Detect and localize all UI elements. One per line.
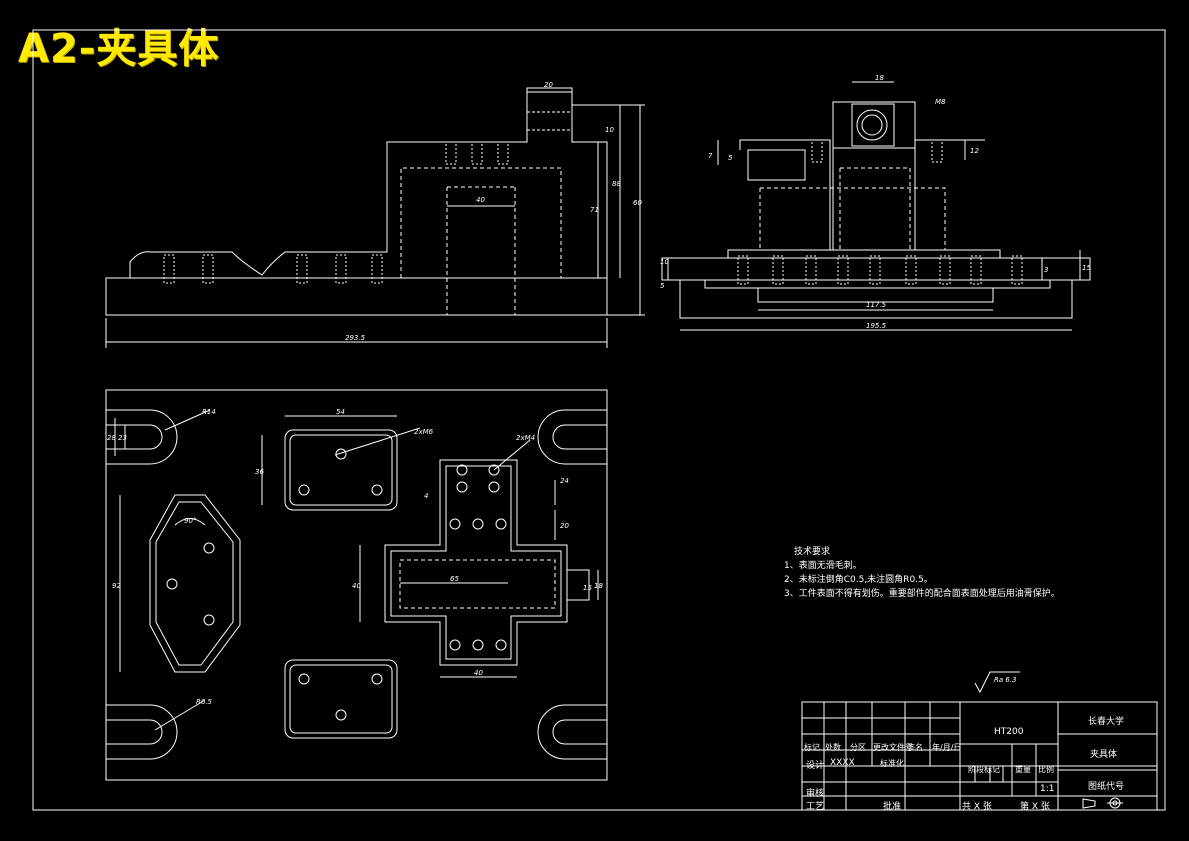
dim-plan-15: 15 <box>583 584 592 592</box>
scale-label: 比例 <box>1038 765 1054 774</box>
dim-plan-40b: 40 <box>474 669 483 677</box>
dim-plan-90deg: 90° <box>184 517 196 525</box>
review-label: 审核 <box>806 789 825 799</box>
dim-side-195: 195.5 <box>866 322 887 330</box>
dim-plan-36: 36 <box>255 468 264 476</box>
dim-plan-23: 23 <box>118 434 127 442</box>
dim-front-88: 88 <box>612 180 621 188</box>
title-block <box>801 701 1158 811</box>
school-name: 长春大学 <box>1088 717 1125 727</box>
stage-label: 阶段标记 <box>968 765 1000 774</box>
roughness-symbol <box>974 671 1020 694</box>
tech-requirement-1: 1、表面无滑毛刺。 <box>784 561 862 571</box>
dim-side-7: 7 <box>708 152 713 160</box>
count-label: 处数 <box>825 743 841 752</box>
tech-requirements: 技术要求 1、表面无滑毛刺。 2、未标注倒角C0.5,未注圆角R0.5。 3、工… <box>784 545 1060 601</box>
tech-requirement-3: 3、工件表面不得有划伤。重要部件的配合面表面处理后用油膏保护。 <box>784 589 1060 599</box>
date-label: 年/月/日 <box>932 743 962 752</box>
dim-plan-2xm4: 2xM4 <box>516 434 535 442</box>
dim-side-117: 117.5 <box>866 301 887 309</box>
dim-plan-54: 54 <box>336 408 345 416</box>
sheets-total: 共 X 张 <box>962 802 992 812</box>
design-label: 设计 <box>806 761 825 771</box>
dim-front-293: 293.5 <box>345 334 366 342</box>
dim-plan-40a: 40 <box>352 582 361 590</box>
weight-label: 重量 <box>1015 765 1031 774</box>
dim-front-40: 40 <box>476 196 485 204</box>
dim-side-18: 18 <box>875 74 884 82</box>
tech-requirements-heading: 技术要求 <box>794 547 831 557</box>
dim-plan-2xm6: 2xM6 <box>414 428 434 436</box>
standardization-label: 标准化 <box>880 759 904 768</box>
mark-label: 标记 <box>804 743 820 752</box>
approve-label: 批准 <box>883 802 902 812</box>
dim-front-20: 20 <box>544 81 553 89</box>
dim-plan-24: 24 <box>560 477 569 485</box>
front-view <box>105 87 645 348</box>
part-name: 夹具体 <box>1090 750 1118 760</box>
side-view <box>661 81 1091 331</box>
drawing-title: A2-夹具体 <box>18 26 220 72</box>
dim-plan-4: 4 <box>424 492 428 500</box>
signature-label: 签名 <box>907 743 923 752</box>
dim-plan-28: 28 <box>107 434 116 442</box>
dim-side-5b: 5 <box>660 282 665 290</box>
dim-side-10: 10 <box>660 258 669 266</box>
zone-label: 分区 <box>850 743 866 752</box>
dim-plan-92: 92 <box>112 582 121 590</box>
tech-requirement-2: 2、未标注倒角C0.5,未注圆角R0.5。 <box>784 575 933 585</box>
dim-front-71: 71 <box>590 206 599 214</box>
sheet-number: 第 X 张 <box>1020 802 1050 812</box>
dim-plan-r14: R14 <box>202 408 216 416</box>
plan-view <box>105 389 608 781</box>
design-value: XXXX <box>830 758 855 768</box>
dim-side-3: 3 <box>1044 266 1048 274</box>
drawing-border <box>32 29 1166 811</box>
dim-plan-r6: R6.5 <box>196 698 213 706</box>
dim-side-m8: M8 <box>935 98 946 106</box>
dim-side-5a: 5 <box>728 154 733 162</box>
material-label: HT200 <box>994 727 1024 737</box>
dim-plan-20: 20 <box>560 522 569 530</box>
projection-symbol-icon <box>1082 797 1123 809</box>
drawing-number-label: 图纸代号 <box>1088 782 1125 792</box>
roughness-label: Ra 6.3 <box>994 676 1017 684</box>
dim-side-12: 12 <box>970 147 979 155</box>
dim-side-15: 15 <box>1082 264 1091 272</box>
dim-plan-18: 18 <box>594 582 603 590</box>
change-doc-label: 更改文件号 <box>873 743 913 752</box>
process-label: 工艺 <box>806 802 825 812</box>
dim-front-60: 60 <box>633 199 642 207</box>
dim-front-10: 10 <box>605 126 614 134</box>
scale-value: 1:1 <box>1040 784 1055 794</box>
dim-plan-65: 65 <box>450 575 459 583</box>
